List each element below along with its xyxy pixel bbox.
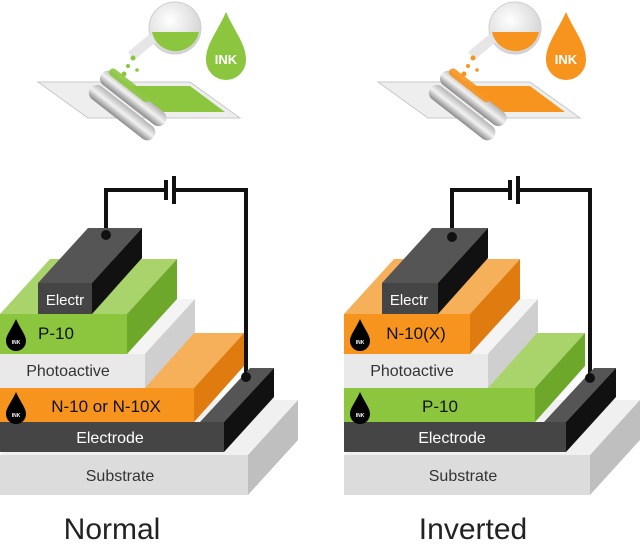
inverted-substrate-label: Substrate bbox=[429, 468, 498, 485]
normal-electrode-layer: Electrode bbox=[0, 368, 274, 452]
inverted-electrode-label: Electrode bbox=[418, 430, 486, 447]
svg-text:INK: INK bbox=[356, 340, 365, 346]
svg-text:INK: INK bbox=[356, 413, 365, 419]
inverted-p-layer-label: P-10 bbox=[422, 397, 458, 416]
ink-drop-icon: INK bbox=[546, 12, 586, 80]
ink-badge-label: INK bbox=[215, 52, 238, 67]
contact-dot bbox=[101, 230, 111, 240]
normal-title: Normal bbox=[64, 513, 161, 546]
contact-dot bbox=[241, 372, 251, 382]
ink-drop-icon: INK bbox=[350, 319, 370, 351]
ink-drop-icon: INK bbox=[6, 392, 26, 424]
normal-circuit bbox=[104, 176, 248, 376]
normal-electrode-label: Electrode bbox=[76, 430, 144, 447]
flask-icon bbox=[121, 1, 202, 77]
ink-drop-icon: INK bbox=[206, 12, 246, 80]
normal-p-layer-label: P-10 bbox=[38, 324, 74, 343]
normal-n-layer-label: N-10 or N-10X bbox=[51, 397, 161, 416]
inverted-circuit bbox=[450, 176, 592, 377]
inverted-top-electrode: Electr bbox=[382, 228, 488, 314]
contact-dot bbox=[585, 373, 595, 383]
flask-icon bbox=[461, 1, 542, 77]
svg-text:INK: INK bbox=[12, 340, 21, 346]
ink-badge-label: INK bbox=[555, 52, 578, 67]
roller-icon bbox=[428, 68, 507, 141]
ink-drop-icon: INK bbox=[350, 392, 370, 424]
inverted-photoactive-label: Photoactive bbox=[370, 363, 454, 380]
inverted-electrode-layer: Electrode bbox=[344, 368, 616, 452]
ink-drop-icon: INK bbox=[6, 319, 26, 351]
svg-text:INK: INK bbox=[12, 413, 21, 419]
inverted-title: Inverted bbox=[419, 513, 527, 546]
roller-icon bbox=[88, 68, 167, 141]
inverted-top-electrode-label: Electr bbox=[390, 292, 428, 309]
normal-stack: Substrate Electrode INK N-10 or N-10X Ph… bbox=[0, 228, 298, 495]
normal-top-electrode: Electr bbox=[38, 228, 142, 314]
contact-dot bbox=[447, 232, 457, 242]
normal-substrate-label: Substrate bbox=[86, 468, 155, 485]
inverted-coating-illustration: INK bbox=[376, 1, 586, 141]
normal-coating-illustration: INK bbox=[36, 1, 246, 141]
inverted-n-layer-label: N-10(X) bbox=[386, 324, 446, 343]
inverted-stack: Substrate Electrode INK P-10 Photoactive bbox=[344, 228, 640, 495]
normal-top-electrode-label: Electr bbox=[46, 292, 84, 309]
normal-photoactive-label: Photoactive bbox=[26, 363, 110, 380]
